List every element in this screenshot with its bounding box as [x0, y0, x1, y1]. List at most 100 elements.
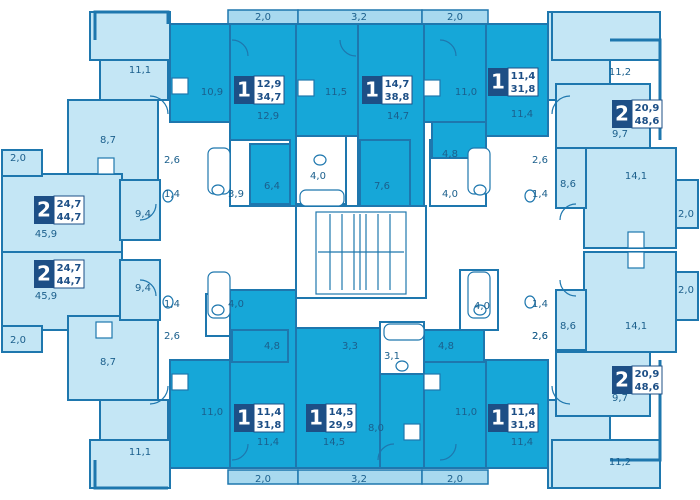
badge-rooms-box — [488, 404, 508, 432]
room-area-label: 2,6 — [164, 331, 180, 342]
badge-rooms-box — [362, 76, 382, 104]
badge-living-area: 11,4 — [511, 407, 536, 418]
room-area-label: 2,0 — [10, 153, 26, 164]
apartment-badge: 1 14,5 29,9 — [306, 403, 357, 433]
room-area-label: 11,1 — [129, 447, 151, 458]
badge-rooms-count: 2 — [615, 368, 629, 392]
bottom-balconies — [227, 469, 489, 485]
room-area-label: 8,6 — [560, 321, 576, 332]
badge-living-area: 14,7 — [385, 79, 410, 90]
room-area-label: 4,0 — [310, 171, 326, 182]
room-area-label: 4,0 — [474, 301, 490, 312]
badge-rooms-count: 1 — [365, 78, 379, 102]
room-area-label: 14,1 — [625, 171, 647, 182]
door-swings — [139, 39, 577, 461]
badge-total-area: 44,7 — [57, 276, 82, 287]
badge-rooms-box — [612, 366, 632, 394]
badge-area-box — [53, 195, 85, 225]
room-area-label: 2,6 — [532, 331, 548, 342]
badge-living-area: 20,9 — [635, 369, 660, 380]
badge-total-area: 31,8 — [511, 420, 536, 431]
badge-rooms-count: 1 — [309, 406, 323, 430]
badge-rooms-box — [612, 100, 632, 128]
badge-living-area: 14,5 — [329, 407, 354, 418]
room-area-label: 8,6 — [560, 179, 576, 190]
apartment-badge: 1 14,7 38,8 — [362, 75, 413, 105]
badge-rooms-box — [34, 196, 54, 224]
room-area-label: 1,4 — [164, 189, 180, 200]
badge-rooms-count: 2 — [37, 262, 51, 286]
badge-total-area: 48,6 — [635, 382, 660, 393]
room-area-label: 11,2 — [609, 457, 631, 468]
badge-total-area: 44,7 — [57, 212, 82, 223]
room-area-label: 11,4 — [511, 109, 533, 120]
badge-area-box — [507, 403, 539, 433]
room-area-label: 2,6 — [532, 155, 548, 166]
room-area-label: 1,4 — [532, 299, 548, 310]
room-area-label: 9,4 — [135, 283, 151, 294]
room-area-label: 3,9 — [228, 189, 244, 200]
room-area-label: 9,4 — [135, 209, 151, 220]
badge-total-area: 48,6 — [635, 116, 660, 127]
room-area-label: 11,4 — [511, 437, 533, 448]
room-area-label: 2,6 — [532, 331, 548, 342]
room-area-label: 12,9 — [257, 111, 279, 122]
room-area-label: 9,7 — [612, 393, 628, 404]
room-area-label: 11,1 — [129, 65, 151, 76]
room-area-label: 2,6 — [164, 155, 180, 166]
room-area-label: 6,4 — [264, 181, 280, 192]
room-area-label: 45,9 — [35, 291, 57, 302]
room-area-label: 4,0 — [228, 299, 244, 310]
left-apartments — [1, 99, 161, 401]
badge-total-area: 38,8 — [385, 92, 410, 103]
room-area-label: 11,0 — [455, 407, 477, 418]
room-area-label: 2,0 — [678, 285, 694, 296]
badge-area-box — [381, 75, 413, 105]
room-area-label: 11,5 — [325, 87, 347, 98]
stair-core — [295, 205, 427, 299]
room-area-label: 2,0 — [447, 474, 463, 485]
badge-total-area: 29,9 — [329, 420, 354, 431]
room-area-label: 4,8 — [438, 341, 454, 352]
room-area-label: 8,7 — [100, 357, 116, 368]
badge-living-area: 24,7 — [57, 263, 82, 274]
room-area-label: 4,8 — [442, 149, 458, 160]
room-area-label: 9,7 — [612, 129, 628, 140]
room-area-label: 4,0 — [442, 189, 458, 200]
apartment-badge: 1 12,9 34,7 — [234, 75, 285, 105]
room-area-label: 7,6 — [374, 181, 390, 192]
badge-total-area: 31,8 — [257, 420, 282, 431]
room-area-label: 3,2 — [351, 12, 367, 23]
room-area-label: 1,4 — [164, 299, 180, 310]
badge-rooms-count: 2 — [37, 198, 51, 222]
badge-rooms-box — [34, 260, 54, 288]
room-area-label: 3,3 — [342, 341, 358, 352]
badge-rooms-box — [234, 404, 254, 432]
badge-area-box — [325, 403, 357, 433]
top-balconies — [227, 9, 489, 25]
badge-living-area: 11,4 — [257, 407, 282, 418]
room-area-label: 45,9 — [35, 229, 57, 240]
apartment-badge: 2 20,9 48,6 — [612, 365, 663, 395]
badge-area-box — [631, 365, 663, 395]
badge-rooms-count: 1 — [491, 70, 505, 94]
badge-total-area: 34,7 — [257, 92, 282, 103]
room-area-label: 2,0 — [255, 474, 271, 485]
badge-area-box — [631, 99, 663, 129]
room-area-label: 3,1 — [384, 351, 400, 362]
room-area-label: 11,0 — [201, 407, 223, 418]
badge-rooms-count: 1 — [237, 78, 251, 102]
badge-area-box — [253, 75, 285, 105]
room-area-label: 8,0 — [368, 423, 384, 434]
badge-living-area: 12,9 — [257, 79, 282, 90]
badge-living-area: 20,9 — [635, 103, 660, 114]
badge-total-area: 31,8 — [511, 84, 536, 95]
